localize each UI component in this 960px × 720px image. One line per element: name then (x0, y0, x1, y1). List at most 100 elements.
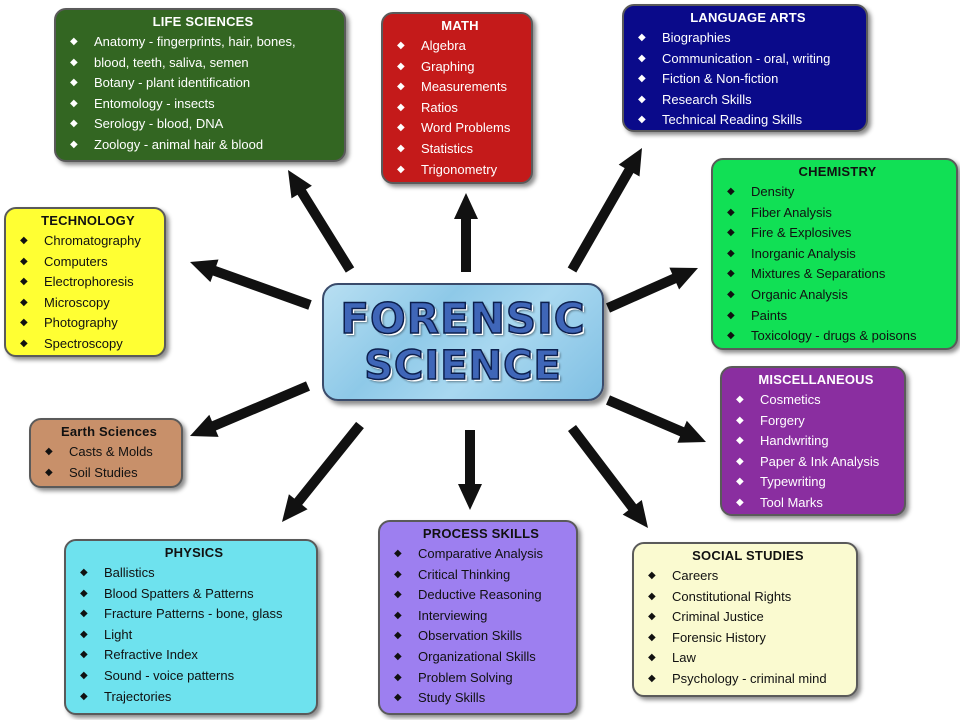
bullet-icon: ◆ (648, 672, 656, 684)
bullet-icon: ◆ (397, 142, 405, 154)
bullet-icon: ◆ (20, 235, 28, 246)
list-item: ◆Forensic History (648, 628, 848, 649)
item-text: Statistics (421, 140, 474, 156)
list-item: ◆ Law (648, 648, 848, 669)
list-item: ◆Ballistics (80, 563, 308, 584)
arrow-to-language-arts (567, 148, 642, 273)
list-item: ◆Paints (727, 306, 948, 327)
bullet-icon: ◆ (397, 163, 405, 175)
bullet-icon: ◆ (638, 93, 646, 105)
list-item: ◆Constitutional Rights (648, 587, 848, 608)
item-text: Organizational Skills (418, 648, 536, 664)
bullet-icon: ◆ (80, 690, 88, 702)
list-item: ◆ Graphing (397, 57, 523, 78)
list-item: ◆Ratios (397, 98, 523, 119)
item-text: Photography (44, 315, 118, 331)
list-item: ◆ Observation Skills (394, 626, 568, 647)
list-item: ◆ Organic Analysis (727, 285, 948, 306)
box-title: MATH (441, 18, 479, 33)
bullet-icon: ◆ (727, 186, 735, 197)
item-text: Light (104, 626, 133, 642)
bullet-icon: ◆ (648, 652, 656, 664)
list-item: ◆Tool Marks (736, 493, 896, 514)
item-text: Forgery (760, 412, 805, 428)
item-text: Spectroscopy (44, 335, 123, 351)
physics-box: PHYSICS ◆Ballistics◆Blood Spatters & Pat… (64, 539, 318, 715)
item-list: ◆Algebra◆Graphing◆Measurements◆Ratios◆Wo… (397, 36, 523, 180)
item-text: Refractive Index (104, 647, 198, 663)
bullet-icon: ◆ (70, 118, 78, 130)
list-item: ◆Toxicology - drugs & poisons (727, 326, 948, 347)
list-item: ◆ Light (80, 625, 308, 646)
list-item: ◆ Refractive Index (80, 645, 308, 666)
arrow-to-miscellaneous (606, 395, 706, 443)
list-item: ◆ Entomology - insects (70, 94, 336, 115)
bullet-icon: ◆ (80, 649, 88, 661)
item-text: Anatomy - fingerprints, hair, bones, (94, 34, 296, 49)
bullet-icon: ◆ (70, 36, 78, 47)
arrow-to-math (454, 193, 478, 272)
item-text: Measurements (421, 79, 507, 95)
item-list: ◆Anatomy - fingerprints, hair, bones,◆bl… (70, 32, 336, 156)
item-text: Mixtures & Separations (751, 266, 886, 282)
list-item: ◆ Word Problems (397, 118, 523, 139)
bullet-icon: ◆ (638, 73, 646, 85)
bullet-icon: ◆ (20, 276, 28, 288)
bullet-icon: ◆ (727, 268, 735, 280)
item-text: Graphing (421, 58, 475, 74)
item-text: Electrophoresis (44, 274, 134, 290)
bullet-icon: ◆ (394, 671, 402, 683)
item-text: Law (672, 650, 696, 666)
list-item: ◆Critical Thinking (394, 565, 568, 586)
bullet-icon: ◆ (727, 227, 735, 239)
item-text: Serology - blood, DNA (94, 116, 224, 132)
chemistry-box: CHEMISTRY ◆Density◆Fiber Analysis◆Fire &… (711, 158, 958, 350)
list-item: ◆Zoology - animal hair & blood (70, 135, 336, 156)
bullet-icon: ◆ (397, 40, 405, 51)
item-text: Entomology - insects (94, 95, 215, 111)
item-text: Tool Marks (760, 494, 823, 510)
bullet-icon: ◆ (20, 337, 28, 349)
list-item: ◆Blood Spatters & Patterns (80, 584, 308, 605)
bullet-icon: ◆ (394, 548, 402, 559)
item-list: ◆Comparative Analysis◆Critical Thinking◆… (394, 544, 568, 709)
bullet-icon: ◆ (727, 247, 735, 259)
item-text: Organic Analysis (751, 286, 848, 302)
item-list: ◆Ballistics◆Blood Spatters & Patterns◆Fr… (80, 563, 308, 707)
bullet-icon: ◆ (648, 570, 656, 581)
list-item: ◆Sound - voice patterns (80, 666, 308, 687)
item-text: Observation Skills (418, 628, 523, 644)
arrow-to-technology (190, 259, 312, 310)
list-item: ◆ Density (727, 182, 948, 203)
item-text: Density (751, 184, 795, 199)
list-item: ◆Paper & Ink Analysis (736, 452, 896, 473)
list-item: ◆Organizational Skills (394, 647, 568, 668)
process-skills-box: PROCESS SKILLS ◆Comparative Analysis◆Cri… (378, 520, 578, 715)
list-item: ◆Trajectories (80, 687, 308, 708)
bullet-icon: ◆ (727, 309, 735, 321)
item-text: Psychology - criminal mind (672, 670, 827, 686)
box-title: LIFE SCIENCES (152, 14, 254, 29)
bullet-icon: ◆ (397, 122, 405, 134)
bullet-icon: ◆ (70, 97, 78, 109)
bullet-icon: ◆ (80, 587, 88, 599)
bullet-icon: ◆ (80, 628, 88, 640)
list-item: ◆Communication - oral, writing (638, 49, 858, 70)
item-text: Ballistics (104, 565, 155, 580)
bullet-icon: ◆ (70, 77, 78, 89)
box-title: LANGUAGE ARTS (690, 10, 806, 25)
bullet-icon: ◆ (397, 60, 405, 72)
list-item: ◆Biographies (638, 28, 858, 49)
bullet-icon: ◆ (394, 630, 402, 642)
bullet-icon: ◆ (20, 317, 28, 329)
bullet-icon: ◆ (727, 288, 735, 300)
item-text: Toxicology - drugs & poisons (751, 328, 917, 344)
bullet-icon: ◆ (736, 476, 744, 488)
arrow-to-process-skills (458, 430, 482, 510)
item-text: Fiber Analysis (751, 204, 832, 220)
list-item: ◆Inorganic Analysis (727, 244, 948, 265)
box-title: SOCIAL STUDIES (692, 548, 804, 563)
item-text: Technical Reading Skills (662, 112, 803, 128)
item-text: Word Problems (421, 120, 511, 136)
item-text: Research Skills (662, 91, 752, 107)
